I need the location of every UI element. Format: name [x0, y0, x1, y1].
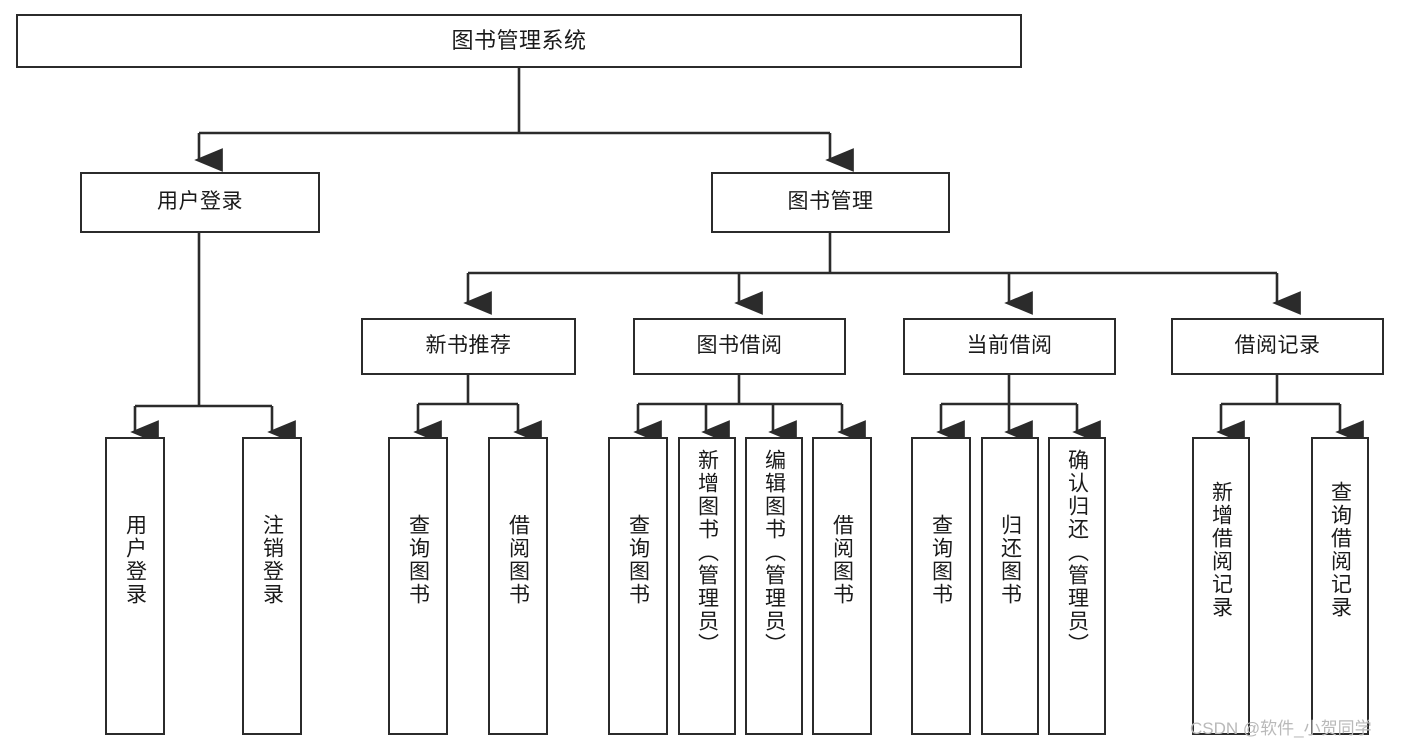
leaf-edit-book-admin[interactable]: 编辑图书（管理员）: [745, 437, 803, 735]
node-label: 借阅记录: [1234, 334, 1321, 358]
node-user-login[interactable]: 用户登录: [80, 172, 320, 233]
leaf-logout-login[interactable]: 注销登录: [242, 437, 302, 735]
node-book-borrow[interactable]: 图书借阅: [633, 318, 846, 375]
node-new-book-recommendation[interactable]: 新书推荐: [361, 318, 576, 375]
node-borrow-record[interactable]: 借阅记录: [1171, 318, 1384, 375]
leaf-query-book-recommendation[interactable]: 查询图书: [388, 437, 448, 735]
node-label: 查询借阅记录: [1328, 481, 1352, 619]
node-label: 查询图书: [929, 514, 953, 606]
node-label: 查询图书: [626, 514, 650, 606]
node-root-book-management-system[interactable]: 图书管理系统: [16, 14, 1022, 68]
leaf-user-login[interactable]: 用户登录: [105, 437, 165, 735]
leaf-add-borrow-record[interactable]: 新增借阅记录: [1192, 437, 1250, 735]
node-label: 图书管理系统: [451, 28, 587, 54]
node-label: 当前借阅: [966, 334, 1053, 358]
node-label: 图书借阅: [696, 334, 783, 358]
node-label: 用户登录: [123, 514, 147, 606]
node-label: 确认归还（管理员）: [1065, 449, 1089, 656]
leaf-query-borrow-record[interactable]: 查询借阅记录: [1311, 437, 1369, 735]
node-current-borrow[interactable]: 当前借阅: [903, 318, 1116, 375]
leaf-confirm-return-admin[interactable]: 确认归还（管理员）: [1048, 437, 1106, 735]
leaf-add-book-admin[interactable]: 新增图书（管理员）: [678, 437, 736, 735]
node-label: 新增图书（管理员）: [695, 449, 719, 656]
node-label: 图书管理: [787, 190, 874, 214]
node-label: 编辑图书（管理员）: [762, 449, 786, 656]
node-label: 用户登录: [157, 190, 243, 214]
leaf-query-book-borrow[interactable]: 查询图书: [608, 437, 668, 735]
node-label: 查询图书: [406, 514, 430, 606]
node-label: 借阅图书: [830, 514, 854, 606]
leaf-query-book-current[interactable]: 查询图书: [911, 437, 971, 735]
node-label: 借阅图书: [506, 514, 530, 606]
node-book-management[interactable]: 图书管理: [711, 172, 950, 233]
node-label: 注销登录: [260, 514, 284, 606]
csdn-watermark: CSDN @软件_小贺同学: [1190, 719, 1372, 738]
leaf-return-book[interactable]: 归还图书: [981, 437, 1039, 735]
leaf-borrow-book[interactable]: 借阅图书: [812, 437, 872, 735]
node-label: 新书推荐: [425, 334, 512, 358]
leaf-borrow-book-recommendation[interactable]: 借阅图书: [488, 437, 548, 735]
node-label: 归还图书: [998, 514, 1022, 606]
node-label: 新增借阅记录: [1209, 481, 1233, 619]
